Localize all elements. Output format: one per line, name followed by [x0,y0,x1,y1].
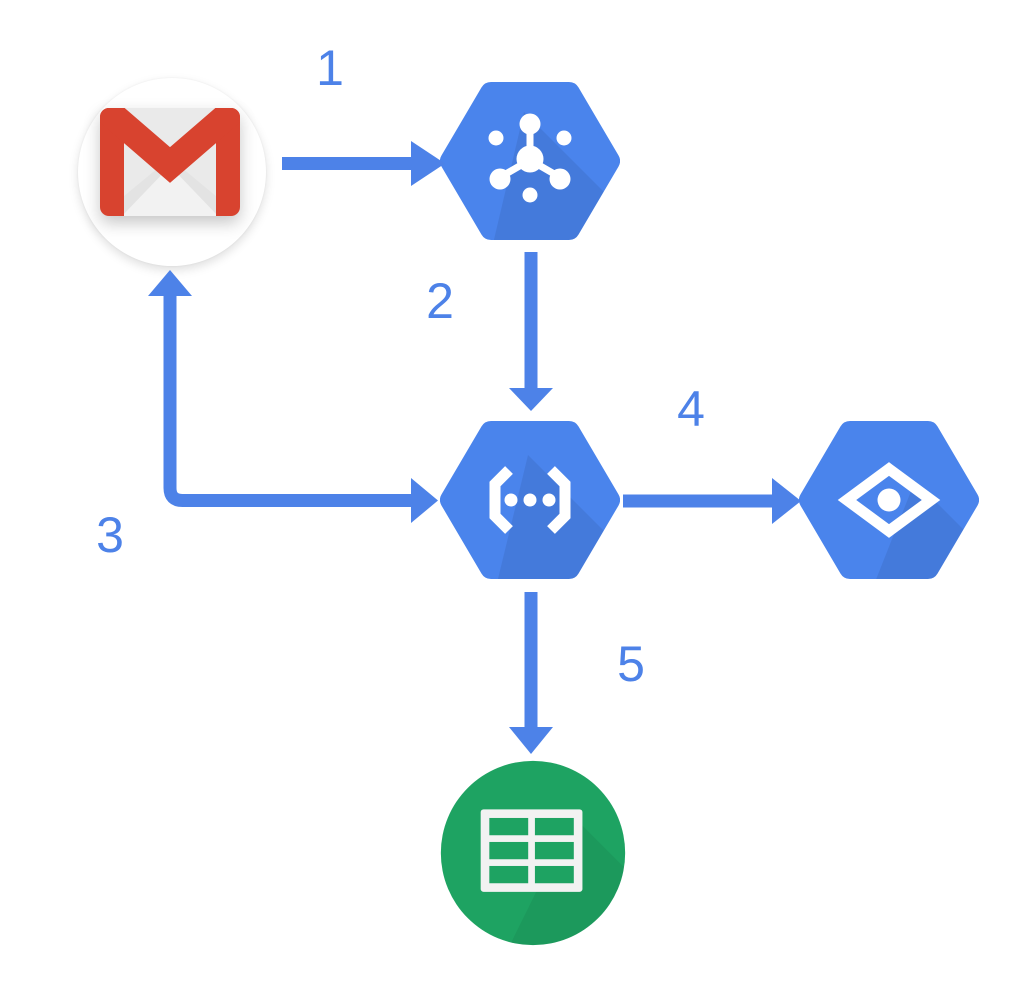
eye-diamond-icon [837,462,941,538]
sheets-node [437,757,629,949]
arrow-functions-to-vision [623,478,801,524]
edge-label-3: 3 [96,507,124,563]
arrow-functions-gmail-bidirectional [148,270,438,523]
pubsub-node [440,82,620,240]
functions-node [440,421,620,579]
gmail-envelope-icon [100,108,240,216]
vision-node [799,421,979,579]
edge-label-5: 5 [617,636,645,692]
arrow-functions-to-sheets [509,592,553,754]
spreadsheet-grid-icon [480,809,583,892]
code-brackets-icon [489,466,571,534]
pubsub-hub-icon [488,113,572,203]
arrow-pubsub-to-functions [509,252,553,411]
edge-label-4: 4 [677,381,705,437]
arrow-gmail-to-pubsub [282,141,445,186]
edge-label-1: 1 [316,40,344,96]
edge-label-2: 2 [426,273,454,329]
